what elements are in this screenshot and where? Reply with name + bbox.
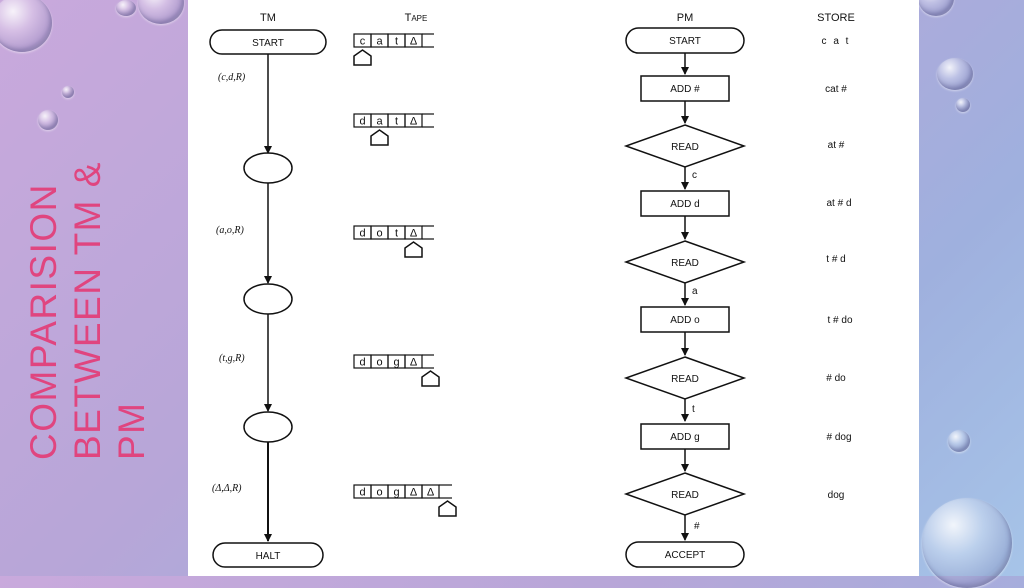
comparison-diagram: TM Tape PM STORE START (c,d,R) (a,o,R) (… bbox=[209, 12, 855, 568]
tape-symbol: Δ bbox=[410, 487, 418, 499]
tape-symbol: a bbox=[376, 36, 383, 48]
tape-head-icon bbox=[421, 370, 440, 387]
tm-start-label: START bbox=[252, 38, 284, 49]
tape-cell bbox=[421, 484, 440, 499]
slide-title-line: COMPARISION bbox=[23, 183, 64, 460]
tape-head-icon bbox=[404, 241, 423, 258]
tape-symbol: a bbox=[376, 116, 383, 128]
decorative-bubble bbox=[937, 58, 973, 90]
pm-read-label: READ bbox=[671, 374, 699, 385]
store-value: # dog bbox=[826, 432, 851, 443]
pm-add-label: ADD # bbox=[670, 84, 700, 95]
tape-symbol: Δ bbox=[427, 487, 435, 499]
tape-row: d a t Δ bbox=[353, 113, 434, 146]
tape-symbol: Δ bbox=[410, 36, 418, 48]
pm-read-label: READ bbox=[671, 258, 699, 269]
decorative-bubble bbox=[62, 86, 74, 98]
slide-title: COMPARISION BETWEEN TM & PM bbox=[22, 161, 154, 460]
tm-halt-label: HALT bbox=[256, 551, 281, 562]
tape-symbol: Δ bbox=[410, 228, 418, 240]
store-value: # do bbox=[826, 373, 846, 384]
tape-row: c a t Δ bbox=[353, 33, 434, 66]
tape-symbol: d bbox=[359, 357, 365, 369]
tm-transition-label: (a,o,R) bbox=[216, 225, 244, 236]
decorative-bubble bbox=[116, 0, 136, 16]
pm-edge-label: # bbox=[694, 521, 700, 532]
store-value: at # d bbox=[826, 198, 851, 209]
tape-symbol: Δ bbox=[410, 357, 418, 369]
store-value: t # d bbox=[826, 254, 845, 265]
tape-symbol: t bbox=[395, 116, 398, 128]
pm-edge-label: c bbox=[692, 170, 697, 181]
tape-symbol: o bbox=[376, 487, 382, 499]
tape-symbol: d bbox=[359, 228, 365, 240]
store-value: dog bbox=[828, 490, 845, 501]
tape-symbol: d bbox=[359, 487, 365, 499]
tm-transition-label: (t,g,R) bbox=[219, 353, 245, 364]
decorative-bubble bbox=[0, 0, 52, 52]
pm-add-label: ADD d bbox=[670, 199, 699, 210]
decorative-bubble bbox=[38, 110, 58, 130]
pm-start-label: START bbox=[669, 36, 701, 47]
tape-cell bbox=[404, 225, 423, 240]
tape-head-icon bbox=[438, 500, 457, 517]
tape-cell bbox=[404, 33, 423, 48]
store-value: cat # bbox=[825, 84, 847, 95]
store-value: at # bbox=[828, 140, 845, 151]
store-value: c a t bbox=[822, 36, 851, 47]
tm-state-node bbox=[243, 283, 293, 315]
tm-halt-node bbox=[212, 542, 324, 568]
tape-row: d o g Δ bbox=[353, 354, 440, 387]
tape-header: Tape bbox=[405, 12, 428, 24]
tape-symbol: c bbox=[360, 36, 366, 48]
decorative-bubble bbox=[948, 430, 970, 452]
tape-symbol: o bbox=[376, 228, 382, 240]
pm-edge-label: t bbox=[692, 404, 695, 415]
tape-symbol: g bbox=[393, 357, 399, 369]
decorative-bubble bbox=[956, 98, 970, 112]
slide-title-line: BETWEEN TM & bbox=[67, 161, 108, 460]
store-value: t # do bbox=[827, 315, 852, 326]
tape-row: d o g Δ Δ bbox=[353, 484, 457, 517]
tm-state-node bbox=[243, 411, 293, 443]
tape-symbol: g bbox=[393, 487, 399, 499]
pm-accept-node bbox=[625, 541, 745, 568]
tape-symbol: o bbox=[376, 357, 382, 369]
decorative-bubble bbox=[922, 498, 1012, 588]
pm-add-label: ADD o bbox=[670, 315, 700, 326]
slide-title-line: PM bbox=[111, 401, 152, 461]
tm-transition-label: (c,d,R) bbox=[218, 72, 246, 83]
pm-header: PM bbox=[677, 12, 694, 24]
store-header: STORE bbox=[817, 12, 855, 24]
pm-read-label: READ bbox=[671, 142, 699, 153]
tape-head-icon bbox=[370, 129, 389, 146]
tape-cell bbox=[404, 354, 423, 369]
diagram-panel: TM Tape PM STORE START (c,d,R) (a,o,R) (… bbox=[188, 0, 919, 576]
tm-transition-label: (Δ,Δ,R) bbox=[212, 483, 242, 494]
pm-accept-label: ACCEPT bbox=[665, 550, 706, 561]
pm-add-label: ADD g bbox=[670, 432, 699, 443]
tape-row: d o t Δ bbox=[353, 225, 434, 258]
tm-state-node bbox=[243, 152, 293, 184]
tm-header: TM bbox=[260, 12, 276, 24]
pm-read-label: READ bbox=[671, 490, 699, 501]
tape-symbol: d bbox=[359, 116, 365, 128]
tape-cell bbox=[404, 113, 423, 128]
decorative-bubble bbox=[918, 0, 954, 16]
tape-symbol: t bbox=[395, 36, 398, 48]
decorative-bubble bbox=[138, 0, 184, 24]
tape-symbol: Δ bbox=[410, 116, 418, 128]
tape-symbol: t bbox=[395, 228, 398, 240]
tape-head-icon bbox=[353, 49, 372, 66]
pm-edge-label: a bbox=[692, 286, 698, 297]
